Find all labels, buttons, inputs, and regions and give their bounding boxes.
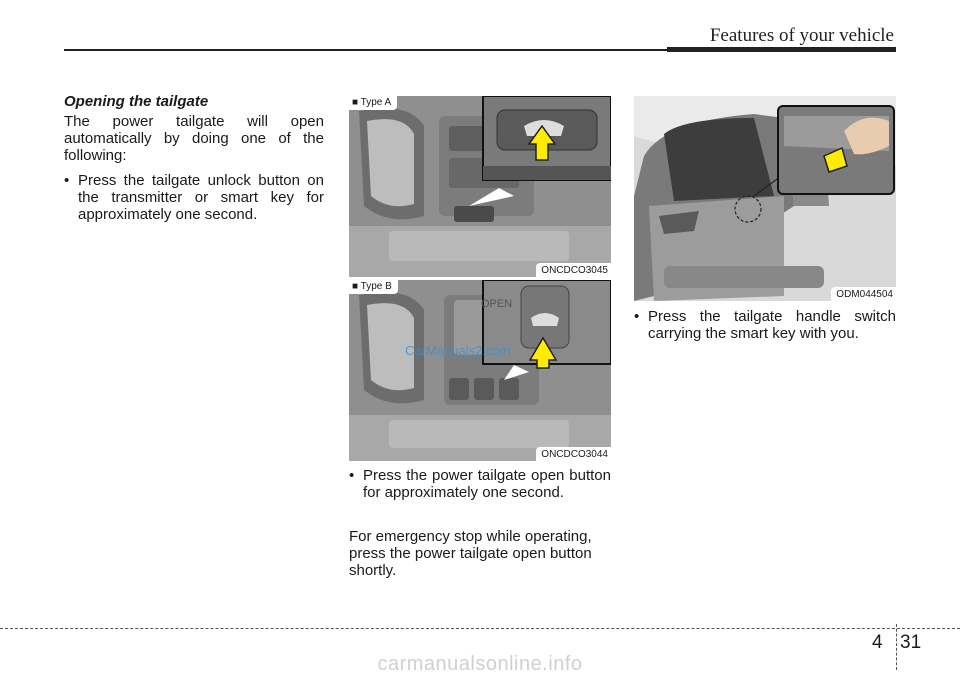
bullet-open-button: • Press the power tailgate open button f… [349,467,611,501]
figure-type-b-label: ■ Type B [349,280,398,294]
bullet-handle-switch: • Press the tailgate handle switch carry… [634,308,896,342]
figure-rear-tailgate: ODM044504 [634,96,896,301]
watermark: CarManuals2.com [405,343,511,358]
bullet-dot: • [349,467,355,484]
page-number: 31 [900,632,922,653]
figure-type-a-label: ■ Type A [349,96,398,110]
footer-rule [0,628,960,629]
bullet-transmitter: • Press the tailgate unlock button on th… [64,172,324,223]
figure-type-b-code: ONCDCO3044 [536,447,611,461]
bullet-dot: • [64,172,70,189]
figure-rear-code: ODM044504 [831,287,896,301]
bullet-dot: • [634,308,640,325]
open-button-text: OPEN [481,298,513,310]
figure-type-a: ■ Type A ONCDCO3045 [349,96,611,277]
bullet-text: Press the tailgate handle switch carryin… [648,308,896,342]
bullet-text: Press the tailgate unlock button on the … [78,172,324,223]
page-header-title: Features of your vehicle [709,25,894,46]
bullet-text: Press the power tailgate open button for… [363,467,611,501]
header-rule-accent [667,47,896,52]
chapter-number: 4 [872,632,883,653]
section-title: Opening the tailgate [64,93,209,110]
header-rule [64,49,667,51]
figure-type-a-code: ONCDCO3045 [536,263,611,277]
footer-divider [896,624,897,670]
intro-paragraph: The power tailgate will open automatical… [64,113,324,164]
site-watermark: carmanualsonline.info [377,653,583,675]
figure-type-b: OPEN ■ Type B ONCDCO3044 [349,280,611,461]
emergency-paragraph: For emergency stop while operating, pres… [349,528,592,579]
